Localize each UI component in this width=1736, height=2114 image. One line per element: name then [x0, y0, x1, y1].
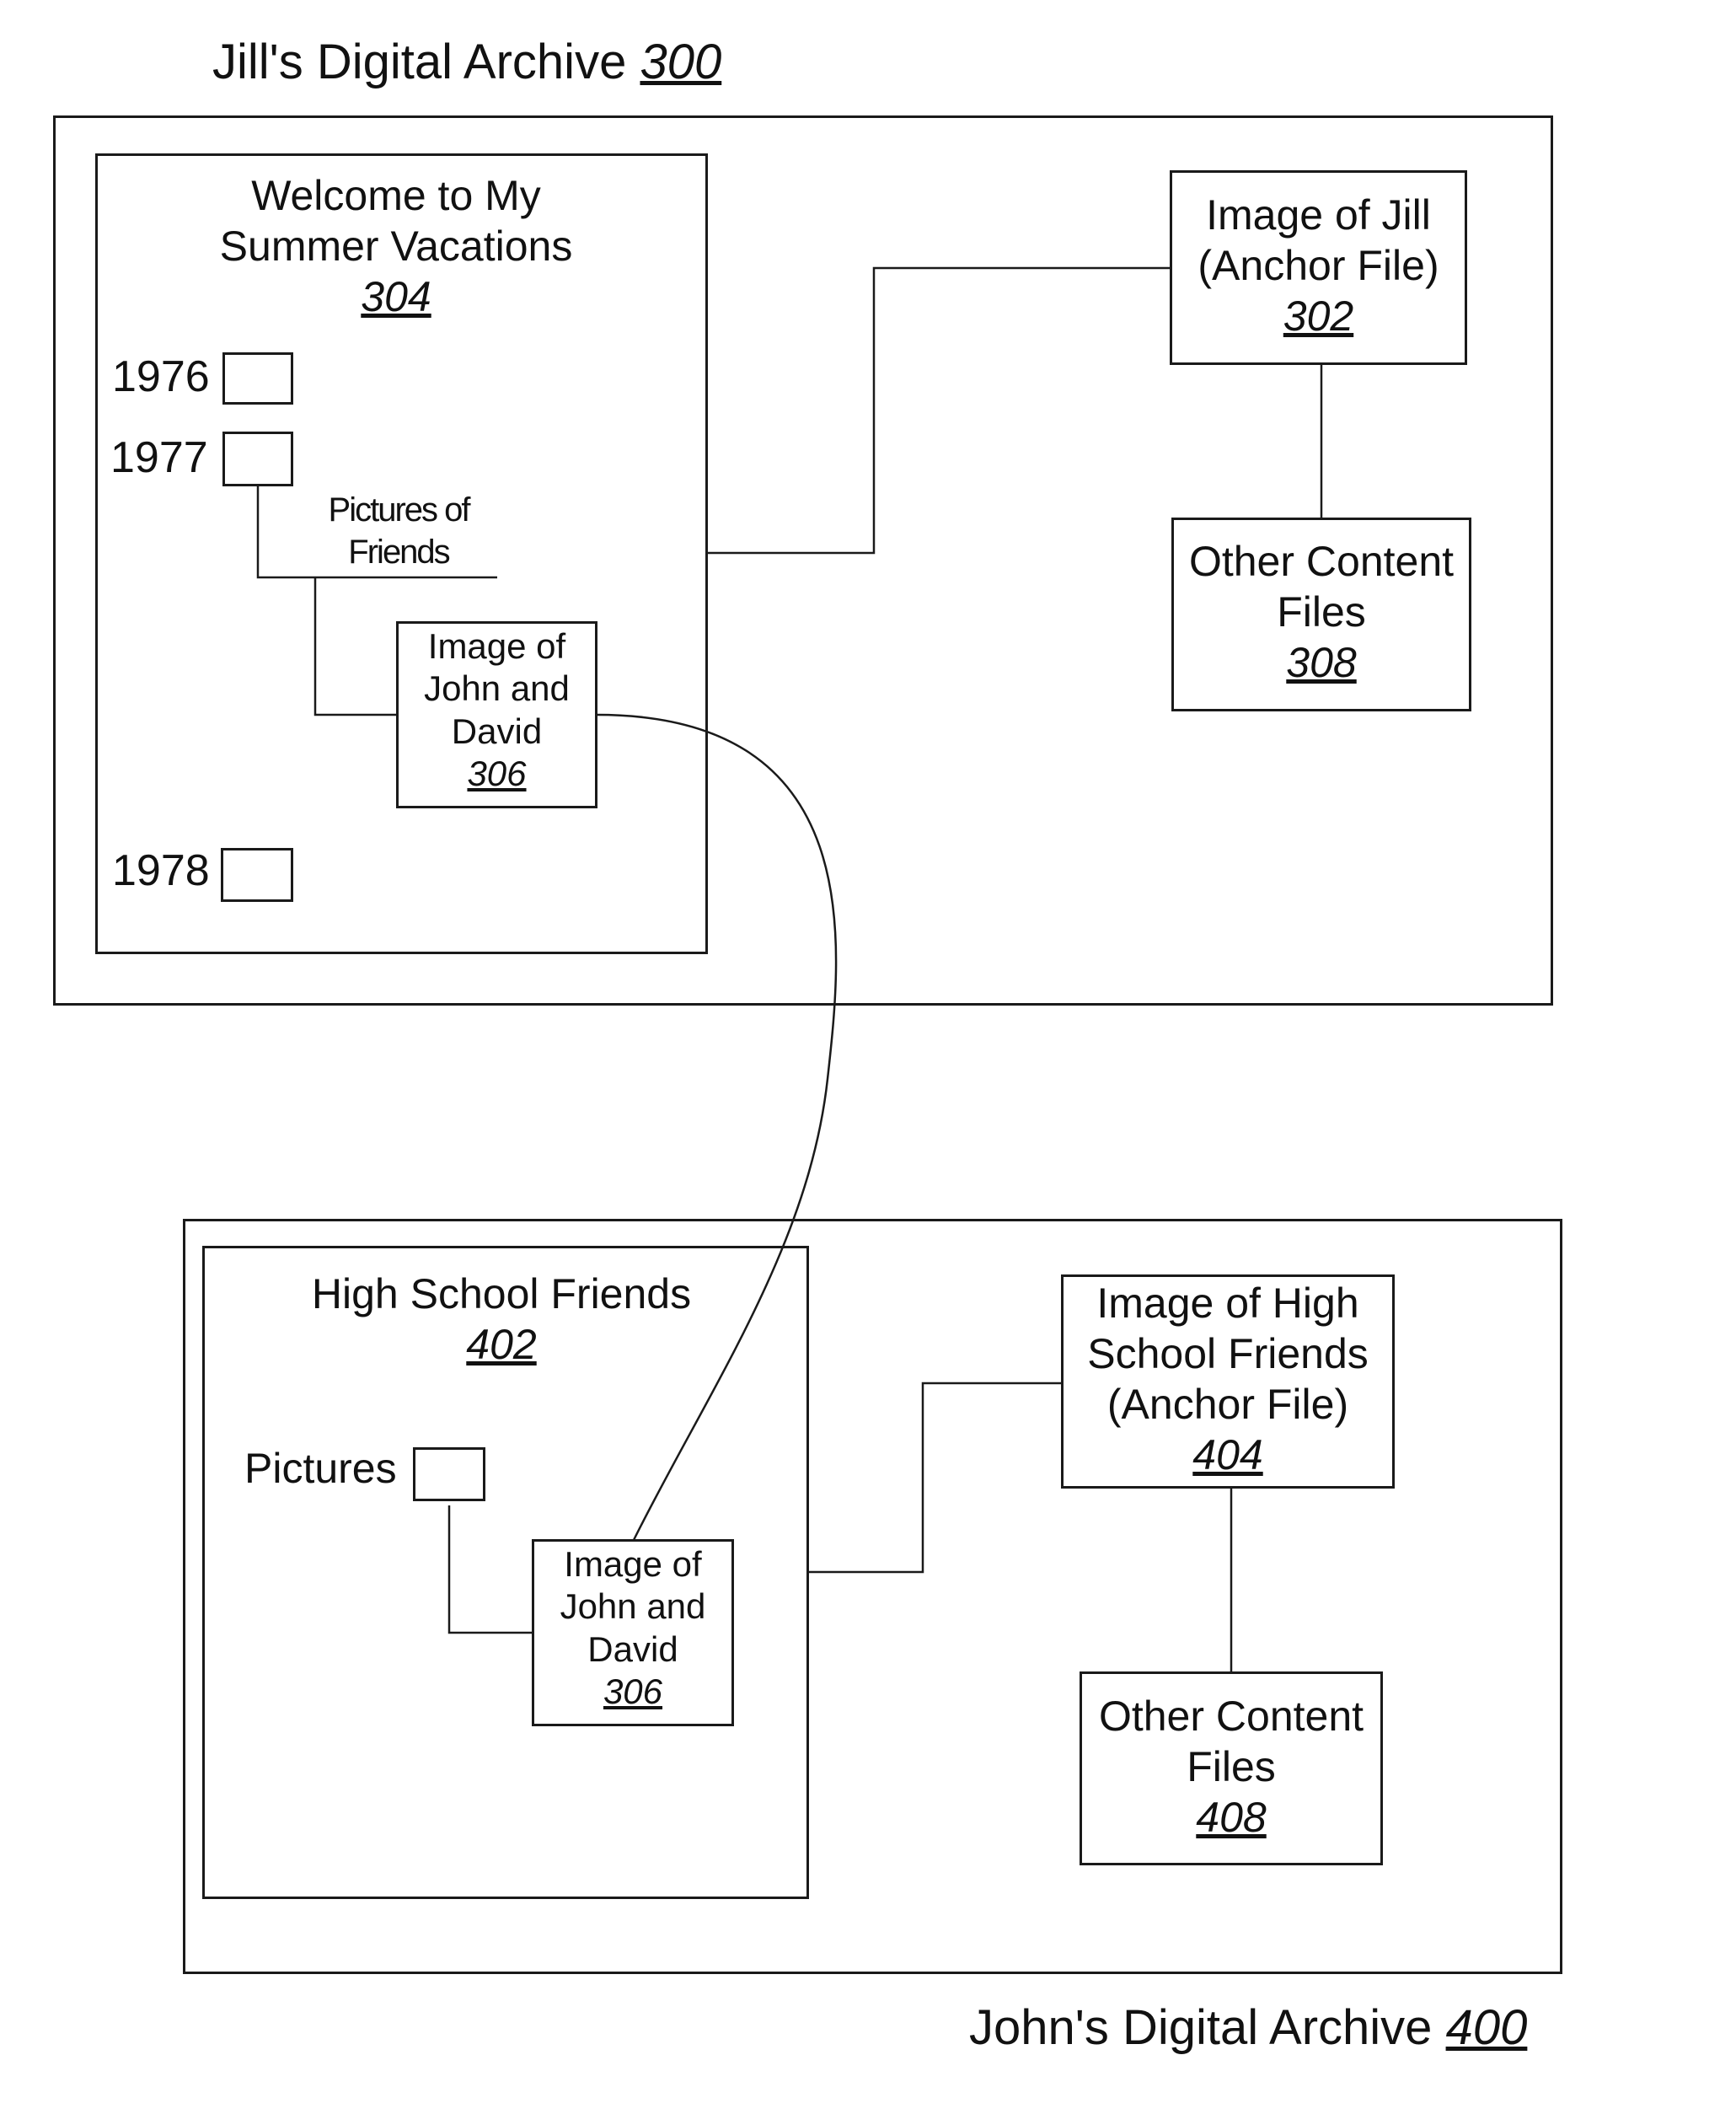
jill-archive-title-text: Jill's Digital Archive	[212, 35, 626, 89]
anchor-404-ref: 404	[1063, 1430, 1393, 1480]
friends-page-line1: High School Friends	[253, 1269, 750, 1319]
pictures-of-friends-line2: Friends	[317, 531, 480, 573]
year-1976-link-box[interactable]	[222, 352, 293, 405]
welcome-line1: Welcome to My	[182, 170, 610, 221]
john-archive-title: John's Digital Archive 400	[969, 1999, 1527, 2056]
jill-image-ref: 306	[398, 753, 596, 795]
year-1976-label: 1976	[112, 351, 210, 402]
john-image-line2: John and	[533, 1586, 732, 1628]
other-content-408-ref: 408	[1081, 1792, 1381, 1843]
jill-archive-ref: 300	[640, 35, 721, 89]
other-content-408-line1: Other Content	[1081, 1691, 1381, 1741]
other-content-308-text: Other Content Files 308	[1173, 536, 1470, 688]
year-1978-label: 1978	[112, 845, 210, 896]
anchor-404-line2: School Friends	[1063, 1328, 1393, 1379]
other-content-408-line2: Files	[1081, 1741, 1381, 1792]
welcome-page-title: Welcome to My Summer Vacations 304	[182, 170, 610, 322]
anchor-302-ref: 302	[1171, 291, 1465, 341]
welcome-line2: Summer Vacations	[182, 221, 610, 271]
anchor-file-404-text: Image of High School Friends (Anchor Fil…	[1063, 1278, 1393, 1480]
anchor-404-line3: (Anchor File)	[1063, 1379, 1393, 1430]
john-image-john-david-text: Image of John and David 306	[533, 1543, 732, 1714]
anchor-302-line1: Image of Jill	[1171, 190, 1465, 240]
john-image-line3: David	[533, 1628, 732, 1671]
other-content-308-line2: Files	[1173, 587, 1470, 637]
other-content-408-text: Other Content Files 408	[1081, 1691, 1381, 1843]
pictures-of-friends-line1: Pictures of	[317, 489, 480, 531]
john-image-line1: Image of	[533, 1543, 732, 1586]
john-image-ref: 306	[533, 1671, 732, 1713]
pictures-of-friends-label: Pictures of Friends	[317, 489, 480, 573]
pictures-label: Pictures	[244, 1444, 397, 1493]
year-1977-label: 1977	[110, 432, 208, 483]
other-content-308-line1: Other Content	[1173, 536, 1470, 587]
year-1977-link-box[interactable]	[222, 432, 293, 486]
anchor-302-line2: (Anchor File)	[1171, 240, 1465, 291]
jill-image-line2: John and	[398, 668, 596, 710]
other-content-308-ref: 308	[1173, 637, 1470, 688]
john-archive-title-text: John's Digital Archive	[969, 2000, 1432, 2055]
jill-image-john-david-text: Image of John and David 306	[398, 625, 596, 796]
john-archive-ref: 400	[1446, 2000, 1528, 2055]
jill-image-line1: Image of	[398, 625, 596, 668]
friends-page-title: High School Friends 402	[253, 1269, 750, 1370]
jill-archive-title: Jill's Digital Archive 300	[212, 34, 721, 90]
anchor-404-line1: Image of High	[1063, 1278, 1393, 1328]
jill-image-line3: David	[398, 711, 596, 753]
anchor-file-302-text: Image of Jill (Anchor File) 302	[1171, 190, 1465, 341]
welcome-ref: 304	[182, 271, 610, 322]
year-1978-link-box[interactable]	[221, 848, 293, 902]
friends-page-ref: 402	[253, 1319, 750, 1370]
pictures-link-box[interactable]	[413, 1447, 485, 1501]
